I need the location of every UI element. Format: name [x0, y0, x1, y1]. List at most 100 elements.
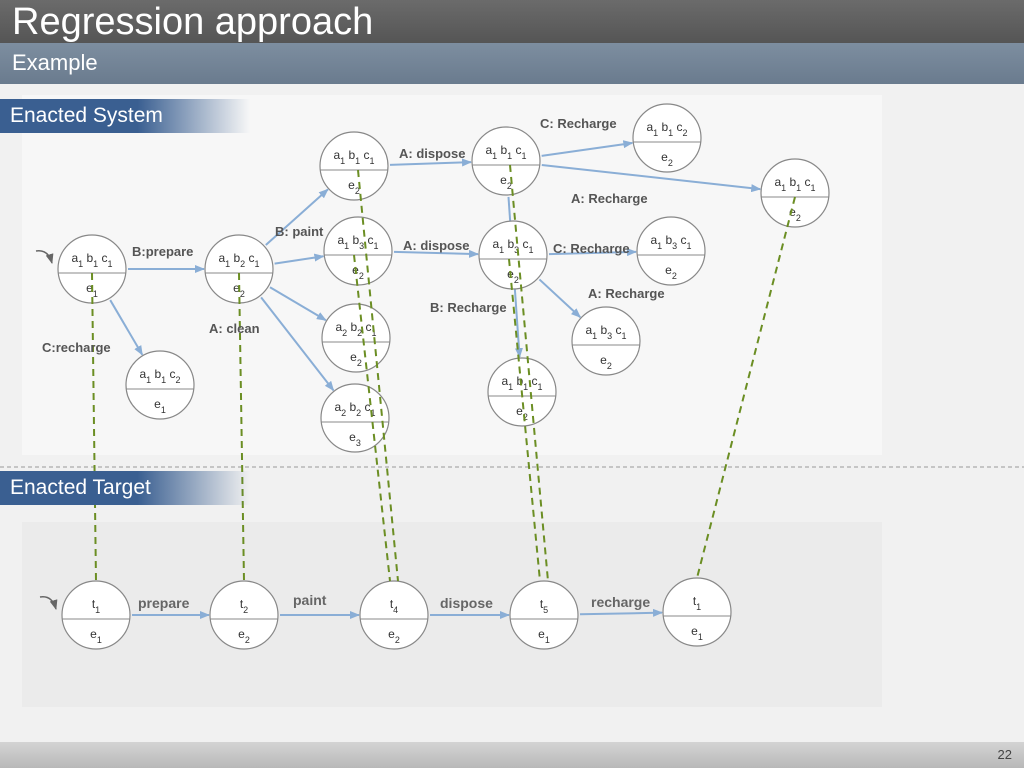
transition-arrow	[269, 286, 327, 322]
system-node-s9: a1 b1 c2 e2	[632, 103, 702, 173]
state-circle	[320, 383, 390, 453]
transition-arrow	[109, 299, 144, 356]
initial-state-arrow	[39, 596, 58, 610]
transition-arrow	[541, 140, 634, 157]
transition-arrow	[265, 188, 329, 246]
transition-label-prepare: prepare	[138, 595, 190, 611]
mapping-line-s1-t1	[238, 272, 245, 582]
mapping-line-s4-t2	[353, 254, 391, 582]
state-label-top: a1 b1 c1	[333, 148, 374, 166]
transition-label-b-paint: B: paint	[275, 224, 324, 239]
target-node-t0: t1 e1	[39, 580, 131, 650]
state-label-top: t1	[92, 597, 100, 615]
state-label-bottom: e2	[665, 263, 677, 281]
transition-label-a-recharge: A: Recharge	[571, 191, 648, 206]
transition-arrow	[393, 249, 480, 258]
state-label-bottom: e2	[233, 281, 245, 299]
transition-arrow	[548, 248, 638, 257]
transition-arrow	[260, 296, 335, 392]
state-label-bottom: e2	[348, 178, 360, 196]
state-label-bottom: e3	[349, 430, 361, 448]
transition-label-a-dispose: A: dispose	[399, 146, 465, 161]
target-node-t2: t4 e2	[359, 580, 429, 650]
target-node-t3: t5 e1	[509, 580, 579, 650]
transition-label-a-recharge: A: Recharge	[588, 286, 665, 301]
state-label-bottom: e1	[86, 281, 98, 299]
state-label-top: t1	[693, 594, 701, 612]
slide-subtitle: Example	[12, 50, 98, 75]
system-node-s6: a2 b2 c1 e3	[320, 383, 390, 453]
state-label-top: t4	[390, 597, 398, 615]
state-circle	[636, 216, 706, 286]
transition-arrow	[541, 163, 762, 193]
mapping-line-s13-t4	[696, 196, 796, 579]
state-label-top: a1 b1 c1	[774, 175, 815, 193]
state-circle	[471, 126, 541, 196]
state-label-bottom: e2	[516, 404, 528, 422]
transition-label-c-recharge: C: Recharge	[553, 241, 630, 256]
system-node-s10: a1 b3 c1 e2	[636, 216, 706, 286]
state-label-top: a1 b3 c1	[650, 233, 691, 251]
title-bar: Regression approach	[0, 0, 1024, 43]
transition-label-recharge: recharge	[591, 594, 650, 610]
state-circle	[760, 158, 830, 228]
state-label-bottom: e2	[789, 205, 801, 223]
state-circle	[209, 580, 279, 650]
transition-arrow	[274, 253, 325, 265]
state-circle	[509, 580, 579, 650]
transition-label-dispose: dispose	[440, 595, 493, 611]
state-label-bottom: e2	[661, 150, 673, 168]
transition-label-b-recharge: B: Recharge	[430, 300, 507, 315]
state-circle	[321, 303, 391, 373]
state-label-bottom: e1	[154, 397, 166, 415]
transition-label-a-clean: A: clean	[209, 321, 260, 336]
transition-label-paint: paint	[293, 592, 327, 608]
state-label-top: a1 b2 c1	[218, 251, 259, 269]
state-circle	[478, 220, 548, 290]
section-label-enacted-target: Enacted Target	[0, 471, 250, 505]
system-node-s3: a1 b1 c1 e2	[319, 131, 389, 201]
state-circle	[359, 580, 429, 650]
system-node-s0: a1 b1 c1 e1	[35, 234, 127, 304]
system-node-s11: a1 b3 c1 e2	[571, 306, 641, 376]
system-node-s13: a1 b1 c1 e2	[760, 158, 830, 228]
mapping-line-s3-t2	[357, 169, 399, 582]
system-node-s1: a1 b2 c1 e2	[204, 234, 274, 304]
mapping-line-s7-t3	[509, 164, 549, 582]
target-node-t4: t1 e1	[662, 577, 732, 647]
state-label-bottom: e1	[691, 624, 703, 642]
state-label-bottom: e2	[600, 353, 612, 371]
transition-label-b-prepare: B:prepare	[132, 244, 193, 259]
state-label-top: a2 b2 c1	[335, 320, 376, 338]
mapping-line-s8-t3	[508, 258, 541, 582]
transition-label-a-dispose: A: dispose	[403, 238, 469, 253]
state-label-top: a1 b1 c1	[71, 251, 112, 269]
state-label-top: t5	[540, 597, 548, 615]
state-label-top: t2	[240, 597, 248, 615]
transition-arrow	[538, 278, 582, 318]
state-circle	[125, 350, 195, 420]
state-label-bottom: e2	[500, 173, 512, 191]
state-label-top: a1 b3 c1	[585, 323, 626, 341]
state-label-top: a1 b1 c2	[646, 120, 687, 138]
page-number: 22	[997, 747, 1012, 762]
transition-label-c-recharge: C:recharge	[42, 340, 111, 355]
initial-state-arrow	[35, 250, 54, 264]
state-label-bottom: e1	[538, 627, 550, 645]
state-label-bottom: e1	[90, 627, 102, 645]
footer-bar: 22	[0, 742, 1024, 768]
state-label-bottom: e2	[388, 627, 400, 645]
state-circle	[632, 103, 702, 173]
state-label-top: a1 b3 c1	[337, 233, 378, 251]
state-circle	[319, 131, 389, 201]
state-label-bottom: e2	[350, 350, 362, 368]
state-circle	[571, 306, 641, 376]
state-circle	[61, 580, 131, 650]
section-label-enacted-system: Enacted System	[0, 99, 250, 133]
state-label-top: a2 b2 c1	[334, 400, 375, 418]
transition-arrow	[579, 608, 664, 617]
